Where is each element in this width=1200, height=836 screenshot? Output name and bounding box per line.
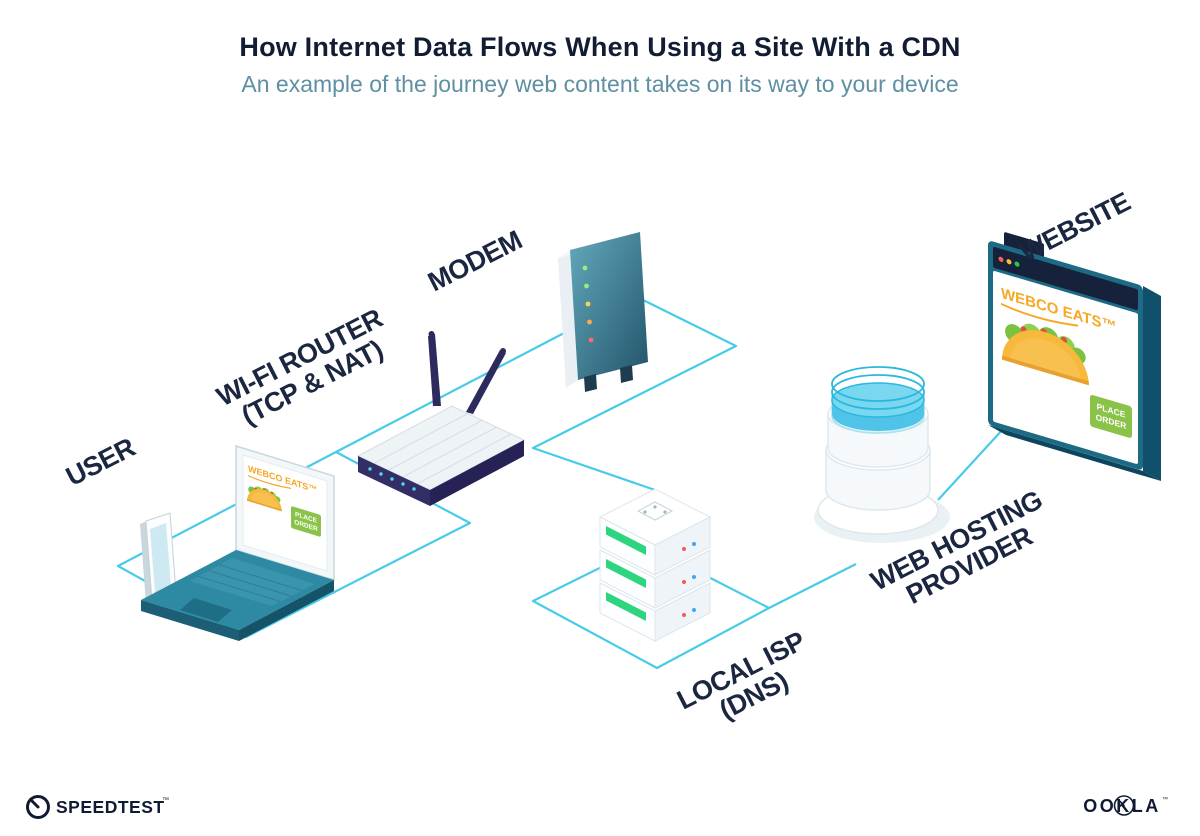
laptop-trackpad	[180, 598, 232, 622]
router-illustration	[356, 331, 526, 506]
phone-screen	[150, 523, 171, 593]
router-antenna-icon	[428, 331, 506, 414]
router-status-leds	[368, 467, 416, 491]
page-subtitle: An example of the journey web content ta…	[241, 71, 959, 97]
place-order-button	[1090, 394, 1132, 438]
web-hosting-illustration	[814, 366, 950, 543]
modem-foot	[584, 374, 597, 392]
ookla-gauge-icon	[1113, 795, 1135, 816]
speedtest-trademark: ™	[162, 797, 169, 804]
browser-tab	[1004, 232, 1044, 260]
browser-window-dots-icon	[998, 256, 1020, 267]
isp-server-illustration	[598, 488, 712, 642]
flow-line-isp-to-hosting	[768, 563, 857, 609]
laptop-key-rows	[198, 564, 303, 603]
speedtest-gauge-icon	[26, 795, 50, 819]
browser-title-bar	[993, 246, 1138, 310]
flow-line-user-to-isp	[335, 294, 738, 492]
modem-illustration	[558, 232, 648, 392]
ookla-trademark: ™	[1162, 796, 1168, 803]
ookla-wordmark: OOKLA	[1083, 796, 1161, 816]
server-top-dots	[643, 505, 667, 514]
modem-status-leds	[582, 265, 594, 343]
page-title: How Internet Data Flows When Using a Sit…	[239, 32, 961, 62]
speedtest-logo: SPEEDTEST ™	[26, 795, 169, 819]
user-laptop-illustration: WEBCO EATS™ PLACE ORDER	[140, 444, 335, 641]
header: How Internet Data Flows When Using a Sit…	[0, 32, 1200, 98]
footer: SPEEDTEST ™ OOKLA ™	[24, 788, 1182, 824]
website-browser-illustration: WEBCO EATS™ PLACE ORDER	[988, 232, 1161, 481]
router-ridges	[373, 413, 512, 485]
flow-line-hosting-to-website	[937, 427, 1005, 501]
modem-foot	[620, 365, 633, 383]
phone-illustration	[140, 512, 177, 604]
ookla-logo: OOKLA ™	[1083, 795, 1168, 816]
speedtest-wordmark: SPEEDTEST	[56, 797, 165, 817]
laptop-place-order-button	[291, 506, 321, 537]
